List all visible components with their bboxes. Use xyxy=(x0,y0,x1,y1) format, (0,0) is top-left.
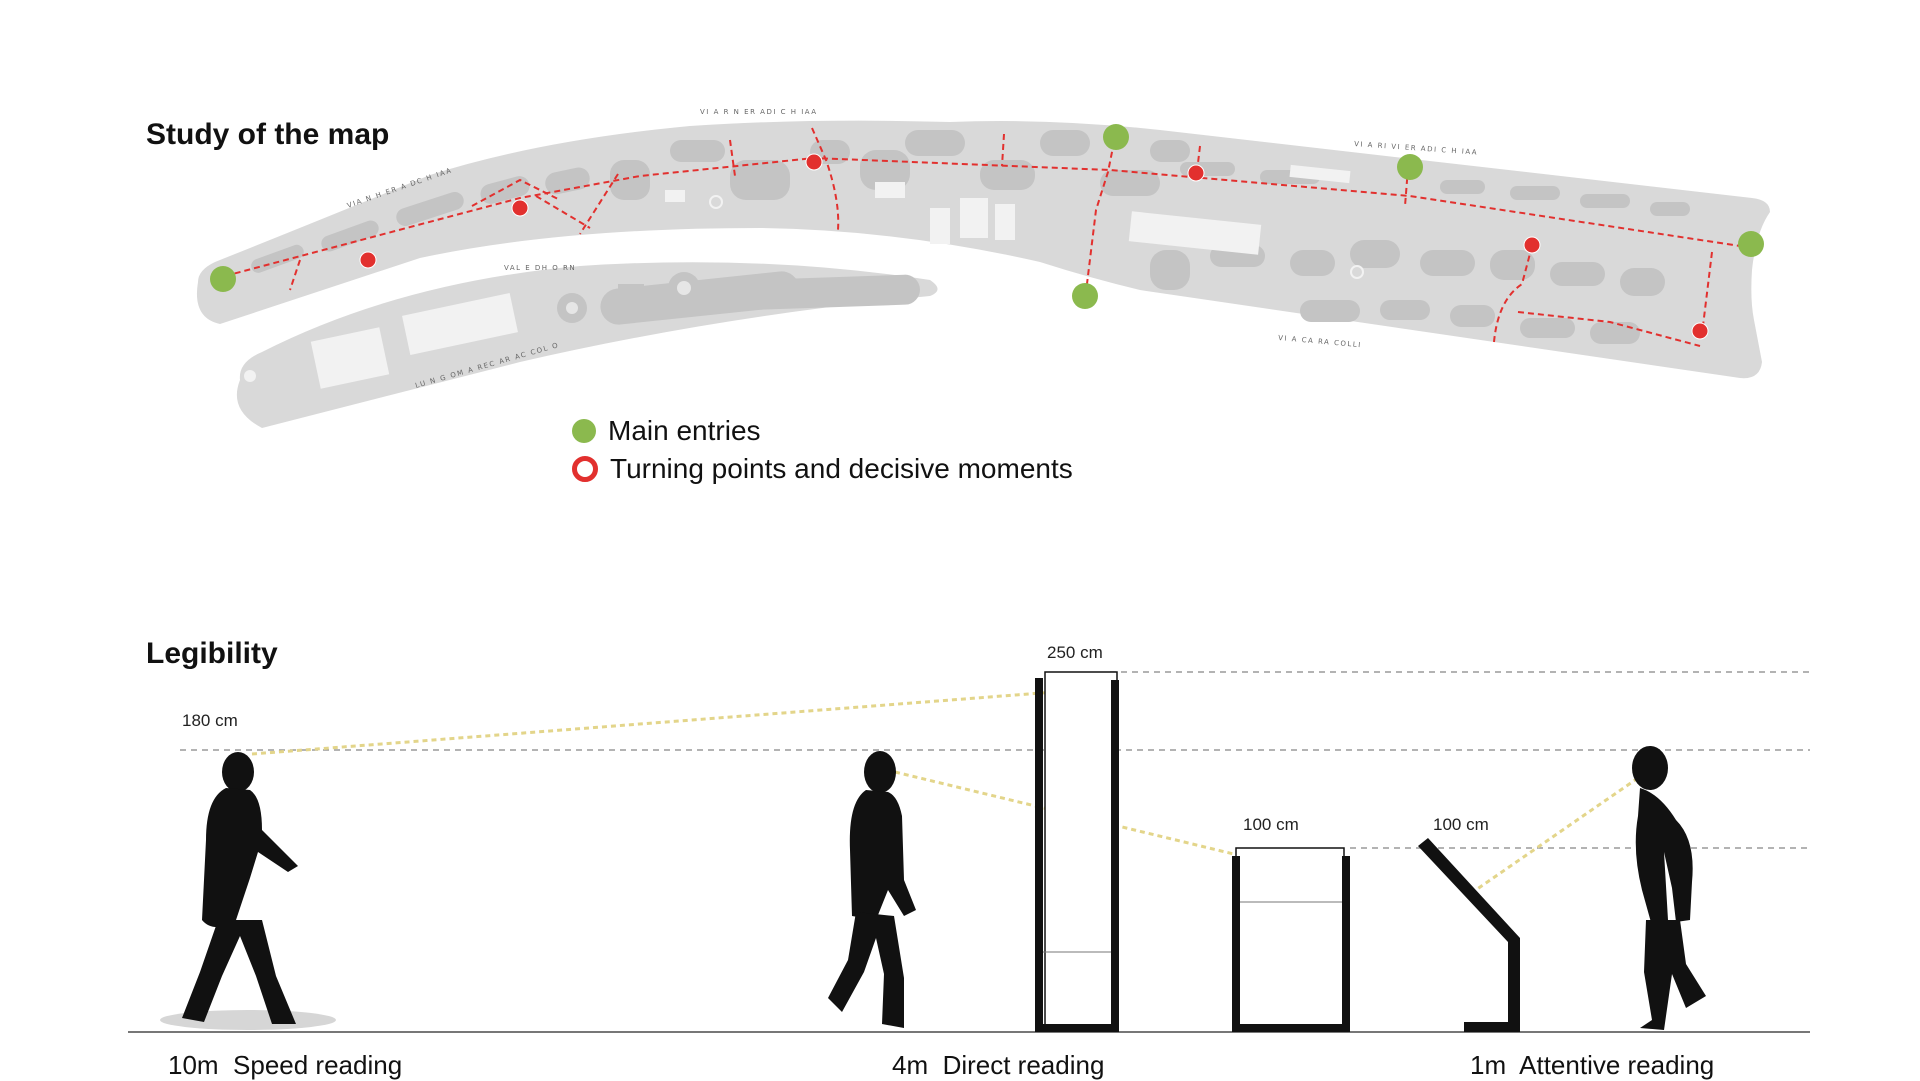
tall-sign-height-label: 250 cm xyxy=(1047,643,1103,662)
main-entries xyxy=(210,124,1764,309)
caption-speed-reading: 10m Speed reading xyxy=(168,1050,403,1080)
lectern-sign xyxy=(1418,838,1520,1032)
turning-points xyxy=(359,153,1709,340)
legibility-diagram: 180 cm 250 cm 100 cm 100 cm xyxy=(128,643,1810,1033)
sightlines xyxy=(251,688,1639,896)
map-section-title: Study of the map xyxy=(146,118,390,151)
turning-point xyxy=(805,153,823,171)
person-direct-silhouette xyxy=(828,751,916,1028)
turning-point xyxy=(359,251,377,269)
legend-entries: Main entries xyxy=(572,412,1073,450)
street-name: VI A R N ER ADI C H IAA xyxy=(700,108,818,116)
street-name: VAL E DH O RN xyxy=(504,264,576,272)
red-ring-icon xyxy=(572,456,598,482)
entry-point xyxy=(1103,124,1129,150)
park-map: VIA N H ER A DC H IAA VI A R N ER ADI C … xyxy=(196,108,1771,428)
turning-point xyxy=(511,199,529,217)
person-walking-silhouette xyxy=(160,752,336,1030)
caption-direct-reading: 4m Direct reading xyxy=(892,1050,1105,1080)
person-height-label: 180 cm xyxy=(182,711,238,730)
green-dot-icon xyxy=(572,419,596,443)
entry-point xyxy=(1397,154,1423,180)
entry-point xyxy=(1738,231,1764,257)
legibility-section-title: Legibility xyxy=(146,637,278,670)
map-main-strip xyxy=(196,120,1771,379)
legend-entries-label: Main entries xyxy=(608,415,761,446)
map-blocks xyxy=(251,130,1690,344)
map-lower-features xyxy=(244,195,1364,382)
caption-attentive-reading: 1m Attentive reading xyxy=(1470,1050,1715,1080)
person-attentive-silhouette xyxy=(1632,746,1706,1030)
low-panel-sign xyxy=(1232,847,1350,1032)
map-legend: Main entries Turning points and decisive… xyxy=(572,412,1073,488)
turning-point xyxy=(1523,236,1541,254)
street-name: VI A CA RA COLLI xyxy=(1278,334,1362,349)
legend-turning-label: Turning points and decisive moments xyxy=(610,453,1073,484)
entry-point xyxy=(210,266,236,292)
map-buildings xyxy=(310,164,1351,389)
lectern-height-label: 100 cm xyxy=(1433,815,1489,834)
street-name: VI A RI VI ER ADI C H IAA xyxy=(1354,140,1479,157)
legend-turning-points: Turning points and decisive moments xyxy=(572,450,1073,488)
turning-point xyxy=(1187,164,1205,182)
entry-point xyxy=(1072,283,1098,309)
low-sign-height-label: 100 cm xyxy=(1243,815,1299,834)
tall-totem-sign xyxy=(1035,671,1119,1032)
turning-point xyxy=(1691,322,1709,340)
